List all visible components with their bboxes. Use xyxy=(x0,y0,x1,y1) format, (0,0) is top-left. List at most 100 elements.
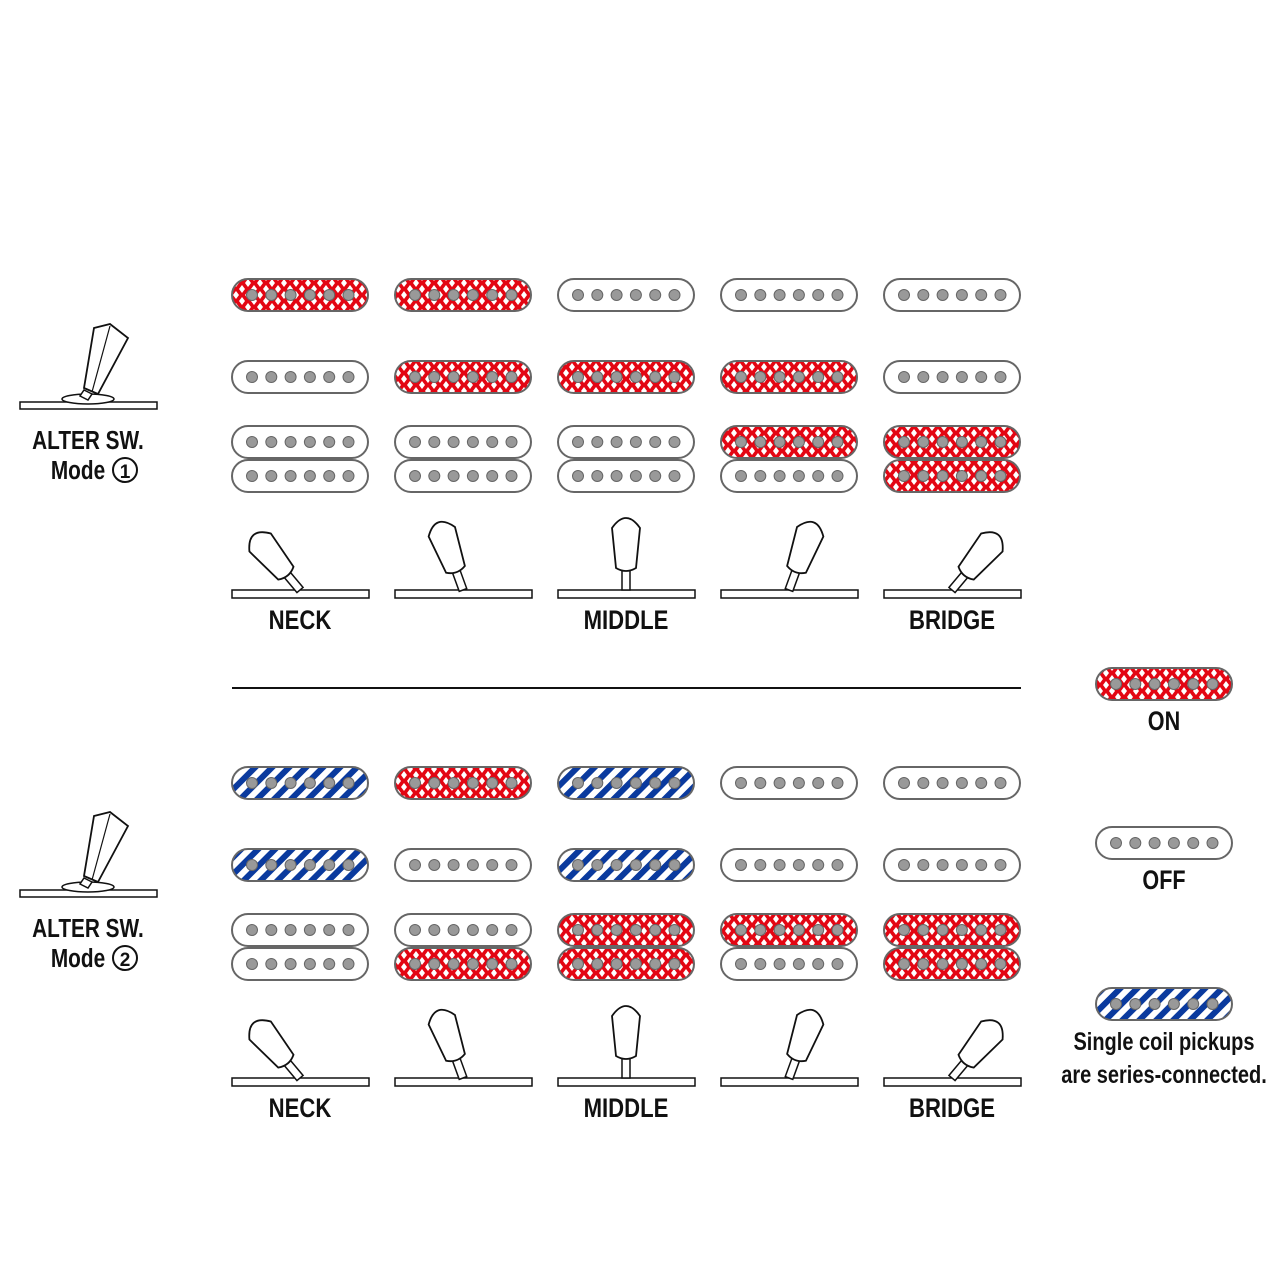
pole-piece xyxy=(1148,678,1161,690)
humbucker-coil-1 xyxy=(557,425,695,459)
pole-piece xyxy=(735,371,747,383)
pole-piece xyxy=(917,436,930,448)
pickup-body xyxy=(557,360,695,394)
pole-piece xyxy=(773,470,786,482)
pole-piece xyxy=(917,859,930,871)
pole-piece xyxy=(591,777,604,789)
pole-piece xyxy=(831,777,844,789)
pickup-body xyxy=(1095,667,1233,701)
humbucker-coil-1 xyxy=(394,913,532,947)
selector-switch-position-5 xyxy=(883,1019,1022,1087)
pole-piece xyxy=(265,470,278,482)
switch-knob xyxy=(786,520,825,575)
pickup-body xyxy=(231,278,369,312)
pole-piece xyxy=(409,924,421,936)
pole-piece xyxy=(1110,837,1122,849)
pole-piece xyxy=(265,958,278,970)
pole-piece xyxy=(409,859,421,871)
humbucker-coil-2 xyxy=(231,947,369,981)
humbucker-coil-1 xyxy=(720,913,858,947)
pole-piece xyxy=(831,289,844,301)
pole-piece xyxy=(428,777,441,789)
pickup-body xyxy=(720,459,858,493)
pole-piece xyxy=(505,958,518,970)
pole-piece xyxy=(1167,678,1180,690)
single-coil-pickup-top xyxy=(720,278,858,312)
pole-piece xyxy=(812,859,825,871)
pole-piece xyxy=(975,470,988,482)
pole-piece xyxy=(812,470,825,482)
pole-piece xyxy=(649,436,662,448)
pole-piece xyxy=(610,289,623,301)
mode1-position-2 xyxy=(394,278,532,493)
pole-piece xyxy=(572,958,584,970)
pole-piece xyxy=(447,958,460,970)
pole-piece xyxy=(303,777,316,789)
selector-switch-position-4 xyxy=(720,1008,859,1087)
pole-piece xyxy=(936,859,949,871)
pole-piece xyxy=(629,470,642,482)
pole-piece xyxy=(303,859,316,871)
pole-piece xyxy=(284,436,297,448)
pole-piece xyxy=(1206,837,1219,849)
single-coil-pickup-middle xyxy=(883,848,1021,882)
pole-piece xyxy=(735,958,747,970)
pole-piece xyxy=(917,289,930,301)
pole-piece xyxy=(792,859,805,871)
humbucker-coil-1 xyxy=(231,913,369,947)
pole-piece xyxy=(975,958,988,970)
pole-piece xyxy=(447,289,460,301)
pole-piece xyxy=(1187,998,1200,1010)
pole-piece xyxy=(466,777,479,789)
single-coil-pickup-top xyxy=(231,278,369,312)
pole-piece xyxy=(246,777,258,789)
pole-piece xyxy=(323,371,336,383)
mode2-position-1: NECK xyxy=(231,766,369,1124)
pole-piece xyxy=(812,777,825,789)
pole-piece xyxy=(342,436,355,448)
single-coil-pickup-top xyxy=(394,278,532,312)
pole-piece xyxy=(246,436,258,448)
position-label: MIDDLE xyxy=(584,1094,669,1124)
single-coil-pickup-top xyxy=(720,766,858,800)
pole-piece xyxy=(773,436,786,448)
switch-knob xyxy=(248,531,295,581)
mode-number: 1 xyxy=(120,462,131,483)
pole-piece xyxy=(955,924,968,936)
pole-piece xyxy=(955,958,968,970)
pole-piece xyxy=(629,289,642,301)
pole-piece xyxy=(735,289,747,301)
single-coil-pickup-middle xyxy=(231,848,369,882)
pole-piece xyxy=(649,958,662,970)
pole-piece xyxy=(466,371,479,383)
pole-piece xyxy=(610,371,623,383)
pole-piece xyxy=(591,958,604,970)
pole-piece xyxy=(917,924,930,936)
mode2-position-2 xyxy=(394,766,532,981)
pole-piece xyxy=(447,924,460,936)
pole-piece xyxy=(486,958,499,970)
pole-piece xyxy=(754,470,767,482)
pole-piece xyxy=(572,470,584,482)
position-label: BRIDGE xyxy=(909,606,995,636)
pole-piece xyxy=(629,371,642,383)
pole-piece xyxy=(831,859,844,871)
pole-piece xyxy=(898,958,910,970)
pickup-body xyxy=(557,766,695,800)
pickup-body xyxy=(394,947,532,981)
pole-piece xyxy=(898,777,910,789)
pole-piece xyxy=(342,924,355,936)
pole-piece xyxy=(505,289,518,301)
pickup-body xyxy=(720,913,858,947)
humbucker-coil-2 xyxy=(231,459,369,493)
pole-piece xyxy=(610,958,623,970)
pole-piece xyxy=(955,436,968,448)
switch-knob xyxy=(611,1005,641,1060)
pole-piece xyxy=(303,958,316,970)
switch-plate xyxy=(394,1077,533,1087)
switch-plate xyxy=(720,589,859,599)
pole-piece xyxy=(246,859,258,871)
